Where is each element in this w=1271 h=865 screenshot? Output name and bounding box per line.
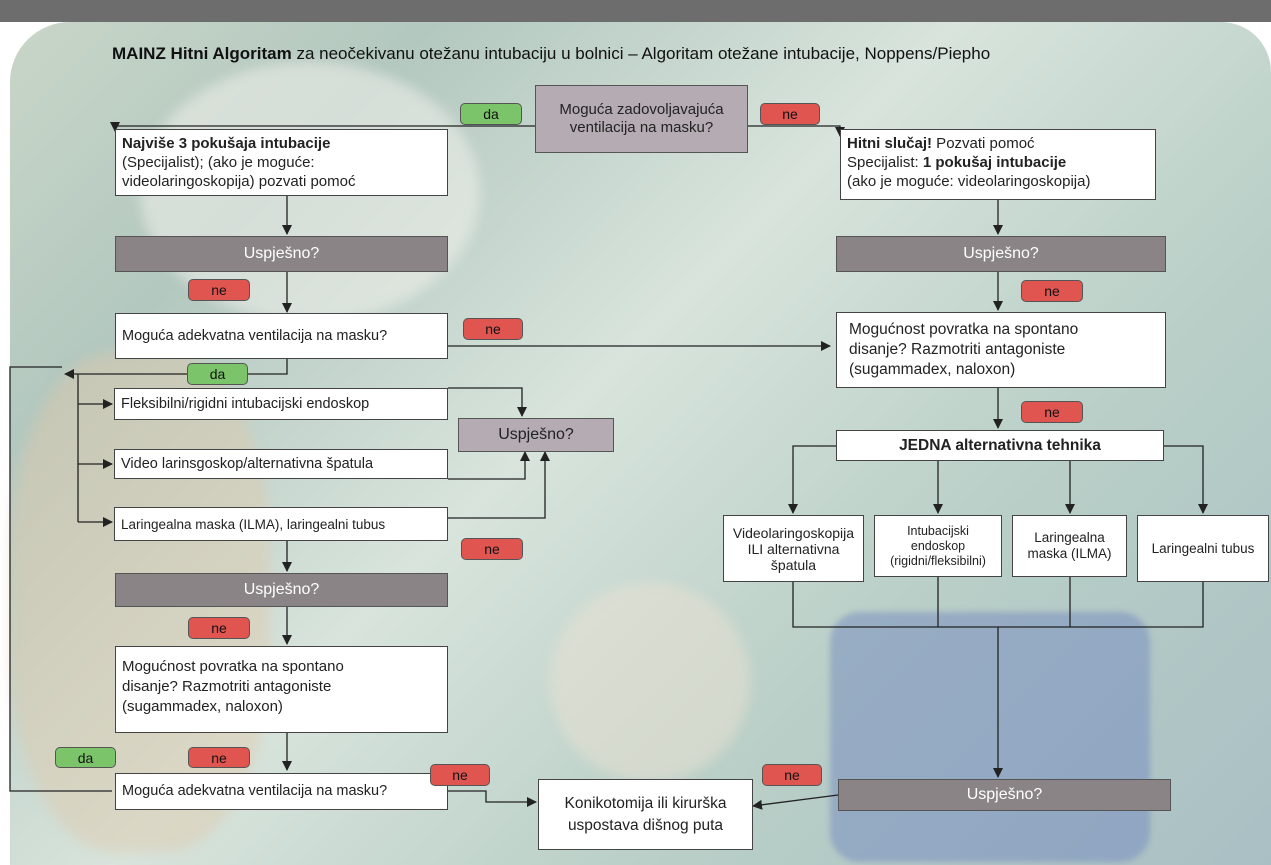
label-ne-left1: ne <box>188 279 250 301</box>
tech-laringealni-tubus: Laringealni tubus <box>1137 515 1269 582</box>
right-emergency-box: Hitni slučaj! Pozvati pomoć Specijalist:… <box>840 129 1156 200</box>
label-ne-left2: ne <box>188 617 250 639</box>
label-ne-right1: ne <box>1021 280 1083 302</box>
left-success1: Uspješno? <box>115 236 448 272</box>
edge-flex-to-side <box>448 387 527 417</box>
start-question: Moguća zadovoljavajuća ventilacija na ma… <box>535 85 748 153</box>
label-ne-top: ne <box>760 103 820 125</box>
right-spontaneous: Mogućnost povratka na spontano disanje? … <box>836 312 1166 388</box>
label-ne-spont: ne <box>188 747 250 768</box>
left-lma: Laringealna maska (ILMA), laringealni tu… <box>114 507 448 541</box>
edge-vent2-loop-back <box>9 366 112 792</box>
title-bold: MAINZ Hitni Algoritam <box>112 44 292 63</box>
edge-techs-merge <box>792 582 1204 628</box>
right-success2: Uspješno? <box>838 779 1171 811</box>
label-da-vent1: da <box>187 363 248 385</box>
one-technique: JEDNA alternativna tehnika <box>836 430 1164 461</box>
edge-vent2-to-final <box>448 790 537 807</box>
tech-endoskop: Intubacijski endoskop (rigidni/fleksibil… <box>874 515 1002 577</box>
left-video: Video larinsgoskop/alternativna špatula <box>114 449 448 479</box>
left-success-side: Uspješno? <box>458 418 614 452</box>
edge-right-success-to-final <box>752 794 839 810</box>
label-da-vent2: da <box>55 747 116 768</box>
edge-lma-to-side <box>448 451 550 519</box>
left-flex-endoscope: Fleksibilni/rigidni intubacijski endosko… <box>114 388 448 420</box>
label-ne-right2: ne <box>1021 401 1083 423</box>
tech-laringealna-maska: Laringealna maska (ILMA) <box>1012 515 1127 577</box>
right-success1: Uspješno? <box>836 236 1166 272</box>
left-ventilation1: Moguća adekvatna ventilacija na masku? <box>115 313 448 359</box>
label-ne-right3: ne <box>762 764 822 786</box>
title-subtitle: – Algoritam otežane intubacije, Noppens/… <box>623 44 991 63</box>
left-success2: Uspješno? <box>115 573 448 607</box>
edge-video-to-side <box>448 451 530 480</box>
edge-technique-split <box>788 445 836 514</box>
page-title: MAINZ Hitni Algoritam za neočekivanu ote… <box>112 44 990 64</box>
left-spontaneous: Mogućnost povratka na spontano disanje? … <box>115 646 448 733</box>
label-ne-vent2: ne <box>430 764 490 786</box>
top-bar <box>0 0 1271 22</box>
final-konikotomija: Konikotomija ili kirurška uspostava dišn… <box>538 779 753 850</box>
label-ne-vent1: ne <box>463 318 523 340</box>
edge-start-to-right <box>748 125 845 137</box>
label-da-top: da <box>460 103 522 125</box>
label-ne-lma: ne <box>461 538 523 560</box>
tech-videolaringoskopija: Videolaringoskopija ILI alternativna špa… <box>723 515 864 582</box>
edge-technique-to-tech4 <box>1164 445 1208 514</box>
left-attempts-box: Najviše 3 pokušaja intubacije (Specijali… <box>115 129 448 196</box>
edge-vent-down-da <box>248 359 288 375</box>
title-rest: za neočekivanu otežanu intubaciju u boln… <box>291 44 624 63</box>
left-ventilation2: Moguća adekvatna ventilacija na masku? <box>115 773 448 810</box>
